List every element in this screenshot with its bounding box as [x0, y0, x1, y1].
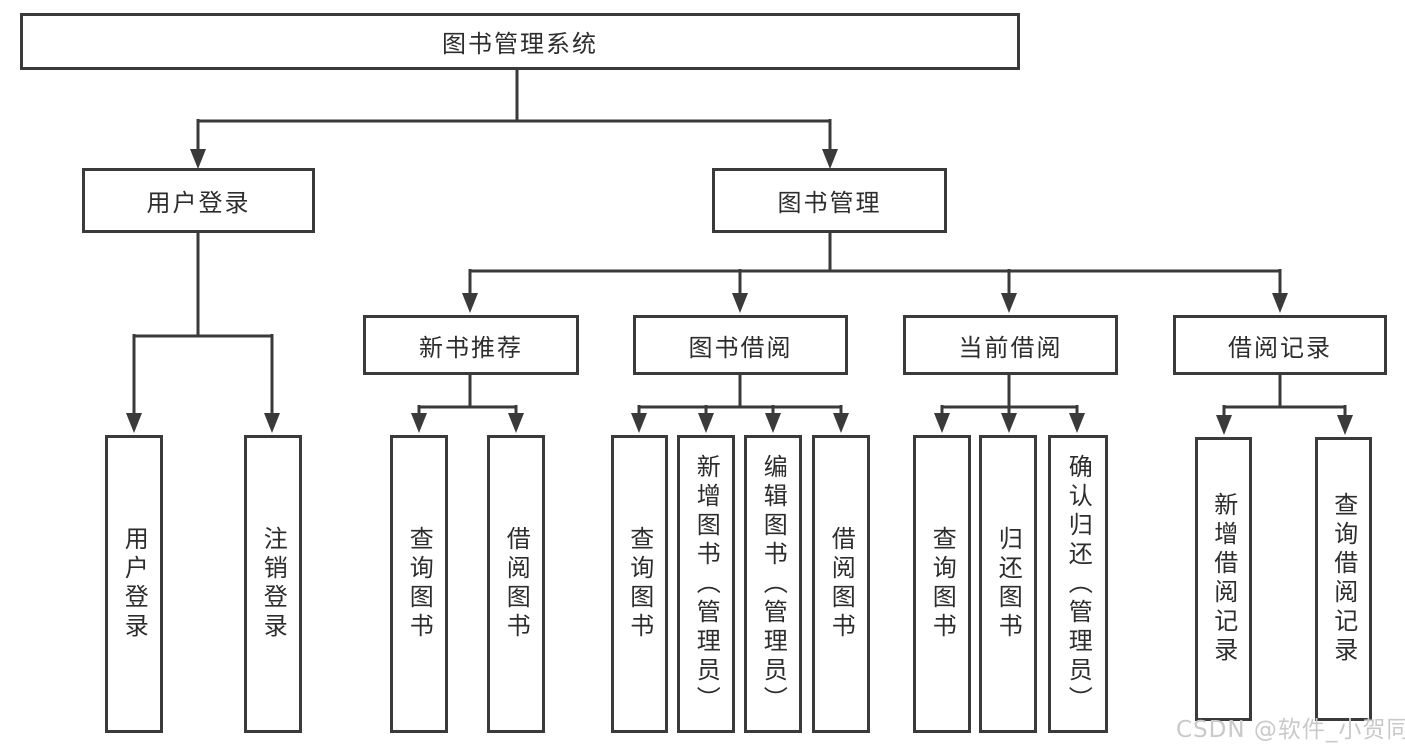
node-library-management-system: 图书管理系统 [20, 13, 1020, 70]
node-cb-confirm-return-admin: 确认归还（管理员） [1048, 435, 1108, 733]
node-user-login: 用户登录 [105, 435, 163, 733]
node-new-book-recommend: 新书推荐 [363, 315, 579, 375]
node-logout-label: 注销登录 [259, 526, 288, 642]
node-nb-borrow-books: 借阅图书 [487, 435, 545, 733]
node-bb-edit-books-admin-label: 编辑图书（管理员） [759, 453, 788, 715]
node-current-borrowing: 当前借阅 [903, 315, 1118, 375]
node-book-borrowing: 图书借阅 [633, 315, 848, 375]
node-bb-edit-books-admin: 编辑图书（管理员） [744, 435, 802, 733]
node-bb-add-books-admin-label: 新增图书（管理员） [692, 453, 721, 715]
node-borrowing-records: 借阅记录 [1173, 315, 1387, 375]
node-bb-query-books-label: 查询图书 [625, 526, 654, 642]
node-cb-return-books: 归还图书 [979, 435, 1037, 733]
watermark: CSDN @软件_小贺同学 [1176, 717, 1405, 743]
node-bb-add-books-admin: 新增图书（管理员） [677, 435, 735, 733]
node-bb-query-books: 查询图书 [611, 435, 668, 733]
node-br-add-record-label: 新增借阅记录 [1209, 492, 1238, 666]
node-logout: 注销登录 [244, 435, 302, 733]
node-bb-borrow-books: 借阅图书 [812, 435, 870, 733]
node-bb-borrow-books-label: 借阅图书 [827, 526, 856, 642]
node-cb-query-books: 查询图书 [913, 435, 971, 733]
node-nb-borrow-books-label: 借阅图书 [502, 526, 531, 642]
arrowheads [126, 149, 1353, 435]
node-nb-query-books-label: 查询图书 [405, 526, 434, 642]
node-user-login-label: 用户登录 [120, 526, 149, 642]
node-cb-return-books-label: 归还图书 [994, 526, 1023, 642]
node-br-add-record: 新增借阅记录 [1195, 437, 1252, 721]
node-nb-query-books: 查询图书 [390, 435, 448, 733]
node-book-management: 图书管理 [712, 168, 947, 233]
node-cb-confirm-return-admin-label: 确认归还（管理员） [1064, 453, 1093, 715]
node-br-query-record-label: 查询借阅记录 [1329, 492, 1358, 666]
node-cb-query-books-label: 查询图书 [928, 526, 957, 642]
node-br-query-record: 查询借阅记录 [1315, 437, 1372, 721]
node-user-login-group: 用户登录 [82, 168, 315, 233]
